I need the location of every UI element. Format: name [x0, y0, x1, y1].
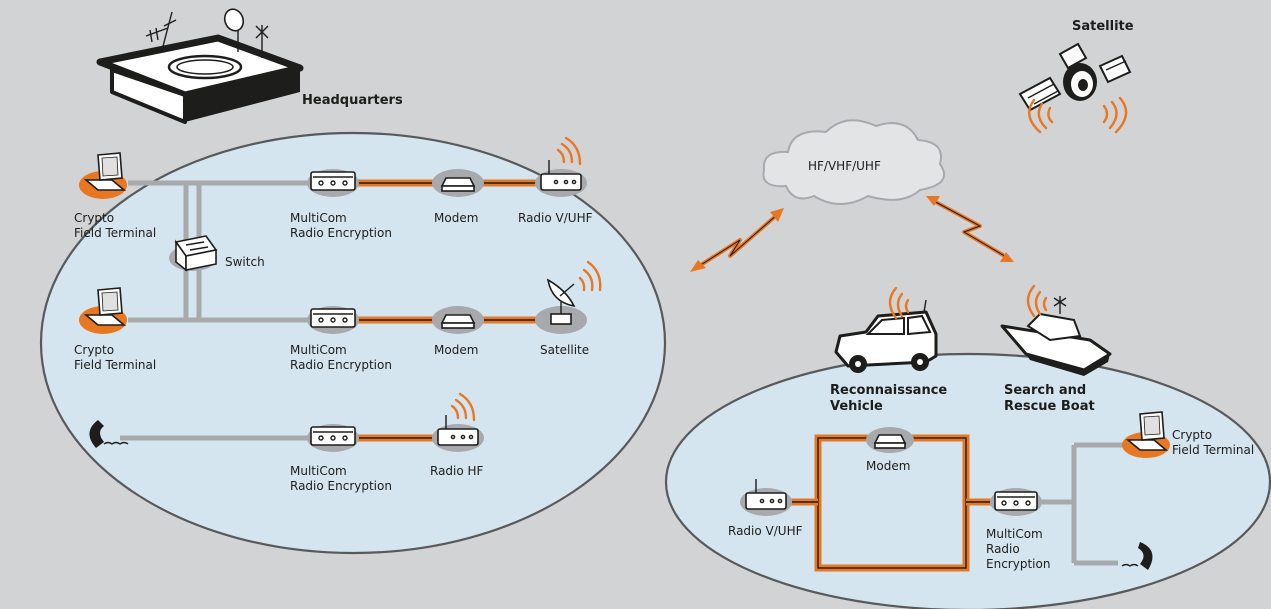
- radio-link-right-icon: [926, 196, 1014, 262]
- crypto-terminal-2-icon: [79, 287, 127, 334]
- field-multicom-icon: [990, 488, 1042, 516]
- field-multicom-label-line3: Encryption: [986, 557, 1050, 571]
- crypto-terminal-1-label-line1: Crypto: [74, 211, 114, 225]
- cloud-label: HF/VHF/UHF: [808, 159, 881, 173]
- modem-1-label: Modem: [434, 211, 478, 225]
- multicom-2-label-line2: Radio Encryption: [290, 358, 392, 372]
- field-multicom-label-line2: Radio: [986, 542, 1020, 556]
- field-modem-icon: [866, 427, 914, 453]
- multicom-3-label-line2: Radio Encryption: [290, 479, 392, 493]
- satellite-dish-icon: [535, 260, 602, 334]
- recon-vehicle-label-line1: Reconnaissance: [830, 383, 947, 398]
- field-crypto-label-line1: Crypto: [1172, 428, 1212, 442]
- radio-link-left-icon: [690, 208, 784, 272]
- reconnaissance-vehicle-icon: [834, 286, 938, 373]
- rescue-boat-label-line2: Rescue Boat: [1004, 399, 1095, 414]
- satellite-icon: [1018, 42, 1132, 134]
- telephone-handset-icon: [89, 420, 129, 448]
- field-radio-label: Radio V/UHF: [728, 524, 803, 538]
- crypto-terminal-1-label-line2: Field Terminal: [74, 226, 156, 240]
- modem-2-icon: [432, 306, 484, 334]
- multicom-2-icon: [307, 306, 359, 334]
- modem-2-label: Modem: [434, 343, 478, 357]
- field-radio-icon: [740, 479, 792, 516]
- radio-hf-label: Radio HF: [430, 464, 484, 478]
- multicom-1-label-line1: MultiCom: [290, 211, 347, 225]
- satellite-hq-label: Satellite: [540, 343, 589, 357]
- recon-vehicle-label-line2: Vehicle: [830, 399, 883, 414]
- crypto-terminal-1-icon: [79, 152, 127, 199]
- radio-hf-icon: [432, 392, 484, 452]
- field-modem-label: Modem: [866, 459, 910, 473]
- rescue-boat-icon: [1000, 284, 1112, 376]
- multicom-3-label-line1: MultiCom: [290, 464, 347, 478]
- multicom-1-label-line2: Radio Encryption: [290, 226, 392, 240]
- radio-vuhf-label: Radio V/UHF: [518, 211, 593, 225]
- field-telephone-handset-icon: [1121, 542, 1153, 570]
- switch-label: Switch: [225, 255, 265, 269]
- cloud-icon: [762, 119, 945, 205]
- switch-icon: [169, 235, 218, 272]
- multicom-3-icon: [307, 424, 359, 452]
- multicom-1-icon: [307, 169, 359, 197]
- headquarters-label: Headquarters: [302, 93, 403, 108]
- crypto-terminal-2-label-line1: Crypto: [74, 343, 114, 357]
- crypto-terminal-2-label-line2: Field Terminal: [74, 358, 156, 372]
- field-crypto-terminal-icon: [1122, 411, 1170, 458]
- field-multicom-label-line1: MultiCom: [986, 527, 1043, 541]
- rescue-boat-label-line1: Search and: [1004, 383, 1086, 398]
- field-crypto-label-line2: Field Terminal: [1172, 443, 1254, 457]
- headquarters-building-icon: [96, 8, 304, 124]
- multicom-2-label-line1: MultiCom: [290, 343, 347, 357]
- radio-vuhf-icon: [535, 136, 587, 197]
- satellite-label: Satellite: [1072, 19, 1134, 34]
- modem-1-icon: [432, 169, 484, 197]
